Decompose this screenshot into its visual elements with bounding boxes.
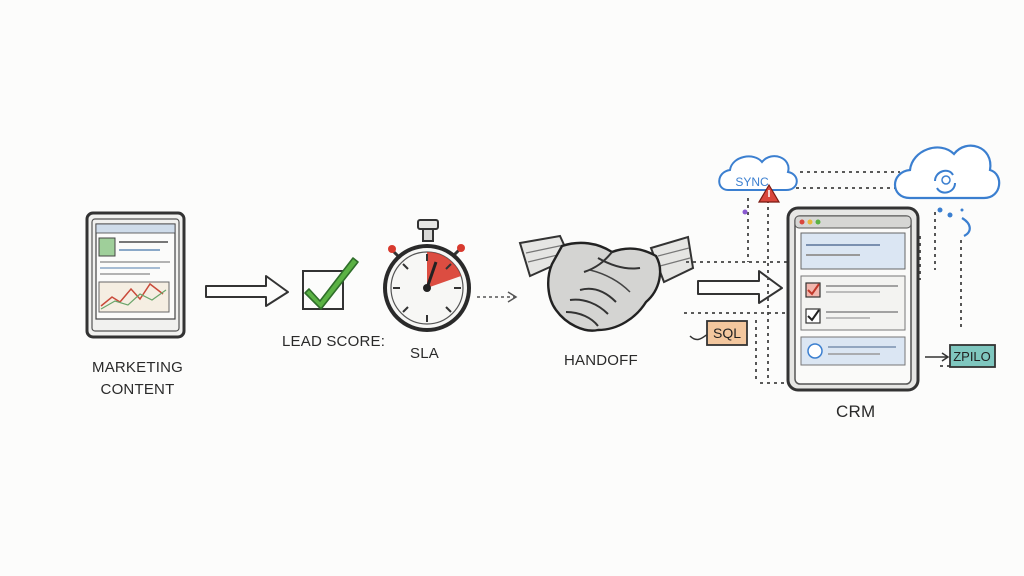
marketing-label-line2: CONTENT xyxy=(100,381,175,398)
sql-tag: SQL xyxy=(689,320,748,346)
handoff-label: HANDOFF xyxy=(564,352,638,369)
connector-dot xyxy=(742,209,748,215)
sync-label: SYNC xyxy=(735,175,769,189)
zpilo-tag: ZPILO xyxy=(925,344,996,368)
flow-arrow xyxy=(205,275,289,307)
tablet-with-chart-icon xyxy=(85,211,186,339)
dashed-connectors xyxy=(684,171,996,384)
marketing-label-line1: MARKETING xyxy=(92,359,183,376)
stopwatch-icon xyxy=(383,219,471,332)
flow-arrow xyxy=(697,270,783,304)
crm-tablet-icon xyxy=(786,206,920,392)
sql-tag-label: SQL xyxy=(713,325,741,341)
marketing-content-label: MARKETING CONTENT xyxy=(92,357,183,401)
warning-triangle-icon xyxy=(757,183,781,203)
flow-arrow-dashed xyxy=(477,291,518,303)
handshake-icon xyxy=(518,234,695,332)
checkmark-checkbox-icon xyxy=(302,257,359,310)
crm-label: CRM xyxy=(836,402,876,421)
sla-label: SLA xyxy=(410,345,439,362)
cloud-sync-icon: SYNC xyxy=(718,155,798,191)
lead-score-label: LEAD SCORE: xyxy=(282,333,386,350)
cloud-icon xyxy=(894,144,1001,237)
zpilo-tag-label: ZPILO xyxy=(953,349,991,364)
